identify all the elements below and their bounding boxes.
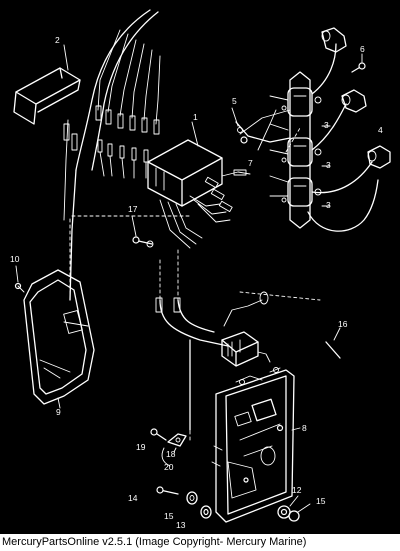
callout-15a: 15 — [164, 511, 174, 521]
callout-12: 12 — [292, 485, 302, 495]
part-18-19-20-hardware — [150, 428, 187, 467]
callout-5: 5 — [232, 96, 237, 106]
callout-10: 10 — [10, 254, 20, 264]
leader-lines — [69, 127, 321, 441]
part-4-spark-plug-wires — [307, 27, 391, 232]
callout-9: 9 — [56, 407, 61, 417]
callout-3c: 3 — [326, 200, 331, 210]
callout-3b: 3 — [326, 160, 331, 170]
callout-13: 13 — [176, 520, 186, 530]
part-17-screw — [131, 215, 154, 248]
part-16-pin — [325, 327, 341, 359]
callout-7: 7 — [248, 158, 253, 168]
callout-6: 6 — [360, 44, 365, 54]
part-3-ignition-coils — [257, 71, 331, 229]
image-caption: MercuryPartsOnline v2.5.1 (Image Copyrig… — [0, 534, 400, 551]
callout-19: 19 — [136, 442, 146, 452]
part-1-switch-box — [147, 121, 251, 249]
exploded-parts-diagram: 2 1 5 7 3 3 3 6 4 17 10 16 9 8 19 18 20 … — [10, 9, 391, 530]
callout-1: 1 — [193, 112, 198, 122]
part-6-screw — [351, 53, 366, 73]
part-12-13-14-15-hardware — [156, 486, 311, 522]
wire-harness-middle — [155, 291, 271, 431]
part-9-cover — [23, 269, 95, 409]
part-2-bracket — [13, 44, 81, 125]
callout-3a: 3 — [324, 120, 329, 130]
callout-2: 2 — [55, 35, 60, 45]
callout-14: 14 — [128, 493, 138, 503]
part-10-screw — [14, 265, 25, 293]
callout-8: 8 — [302, 423, 307, 433]
callout-labels: 2 1 5 7 3 3 3 6 4 17 10 16 9 8 19 18 20 … — [10, 35, 383, 530]
callout-16: 16 — [338, 319, 348, 329]
callout-15b: 15 — [316, 496, 326, 506]
callout-20: 20 — [164, 462, 174, 472]
part-5-7-ground-lead — [231, 107, 291, 144]
part-8-ignition-module — [211, 367, 301, 523]
callout-18: 18 — [166, 449, 176, 459]
callout-4: 4 — [378, 125, 383, 135]
callout-17: 17 — [128, 204, 138, 214]
